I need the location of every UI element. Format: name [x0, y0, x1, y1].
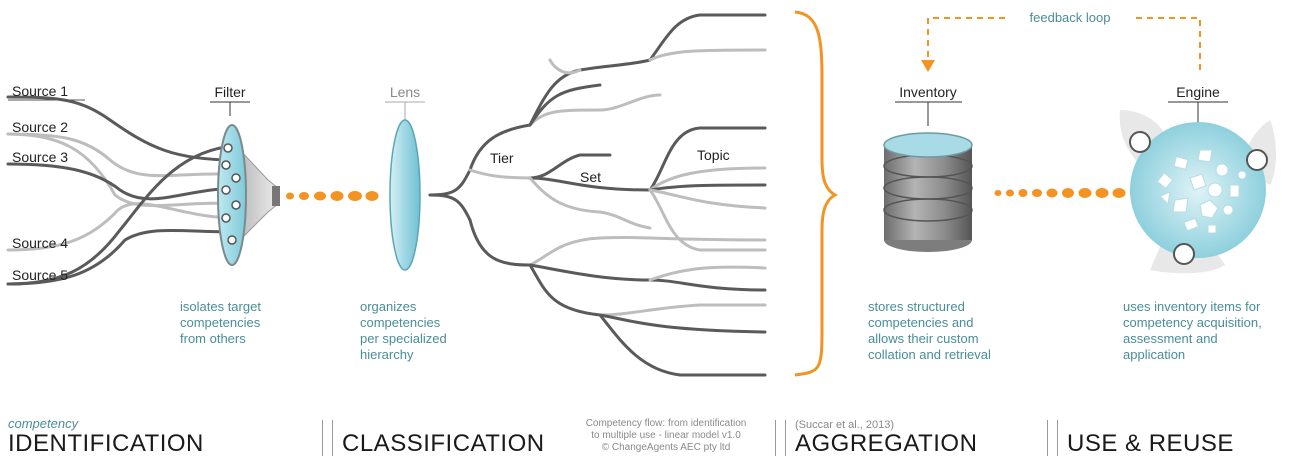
- source-lines: [6, 95, 237, 286]
- feedback-loop-label: feedback loop: [1030, 10, 1111, 25]
- lens-label: Lens: [390, 84, 420, 100]
- credits-line: © ChangeAgents AEC pty ltd: [601, 442, 731, 453]
- hierarchy-labels: Tier Set Topic: [490, 147, 730, 185]
- aggregation-brace: [794, 10, 839, 377]
- engine-label: Engine: [1176, 84, 1220, 100]
- source-3-label: Source 3: [12, 149, 68, 165]
- filter-desc-line: competencies: [180, 315, 261, 330]
- identification-title: IDENTIFICATION: [8, 430, 204, 457]
- footer-divider: [785, 420, 786, 456]
- filter-label: Filter: [214, 84, 245, 100]
- lens-desc-line: organizes: [360, 299, 417, 314]
- footer-divider: [1047, 420, 1048, 456]
- lens-icon: Lens: [385, 84, 425, 271]
- inventory-desc-line: allows their custom: [868, 331, 979, 346]
- engine-desc-line: assessment and: [1123, 331, 1218, 346]
- inventory-desc-line: collation and retrieval: [868, 347, 991, 362]
- set-label: Set: [580, 169, 601, 185]
- topic-label: Topic: [697, 147, 730, 163]
- identification-sub-label: competency: [8, 416, 79, 431]
- footer-divider: [332, 420, 333, 456]
- footer-divider: [322, 420, 323, 456]
- inventory-description: stores structured competencies and allow…: [868, 299, 991, 362]
- tier-label: Tier: [490, 150, 514, 166]
- citation: (Succar et al., 2013): [795, 419, 895, 431]
- use-reuse-title: USE & REUSE: [1067, 430, 1234, 457]
- lens-desc-line: competencies: [360, 315, 441, 330]
- credits-line: to multiple use - linear model v1.0: [591, 430, 741, 441]
- lens-desc-line: hierarchy: [360, 347, 414, 362]
- lens-desc-line: per specialized: [360, 331, 447, 346]
- feedback-loop-arrow: feedback loop: [921, 10, 1201, 72]
- hierarchy-tree: [428, 13, 767, 377]
- flow-dots-1: [286, 191, 379, 201]
- engine-desc-line: application: [1123, 347, 1185, 362]
- footer-divider: [1057, 420, 1058, 456]
- lens-description: organizes competencies per specialized h…: [360, 299, 447, 362]
- source-1-label: Source 1: [12, 83, 68, 99]
- inventory-label: Inventory: [899, 84, 957, 100]
- classification-title: CLASSIFICATION: [342, 430, 545, 457]
- engine-description: uses inventory items for competency acqu…: [1123, 299, 1262, 362]
- source-4-label: Source 4: [12, 235, 68, 251]
- inventory-desc-line: stores structured: [868, 299, 965, 314]
- filter-icon: Filter: [210, 84, 280, 266]
- database-icon: Inventory: [883, 84, 973, 252]
- source-2-label: Source 2: [12, 119, 68, 135]
- footer-divider: [775, 420, 776, 456]
- engine-icon: Engine: [1119, 84, 1276, 274]
- engine-desc-line: uses inventory items for: [1123, 299, 1261, 314]
- filter-description: isolates target competencies from others: [180, 299, 261, 346]
- credits-line: Competency flow: from identification: [585, 418, 747, 429]
- source-5-label: Source 5: [12, 267, 68, 283]
- aggregation-title: AGGREGATION: [795, 430, 978, 457]
- engine-desc-line: competency acquisition,: [1123, 315, 1262, 330]
- credits-block: Competency flow: from identification to …: [562, 418, 770, 454]
- filter-desc-line: from others: [180, 331, 246, 346]
- inventory-desc-line: competencies and: [868, 315, 974, 330]
- filter-desc-line: isolates target: [180, 299, 261, 314]
- source-labels: Source 1 Source 2 Source 3 Source 4 Sour…: [8, 83, 85, 283]
